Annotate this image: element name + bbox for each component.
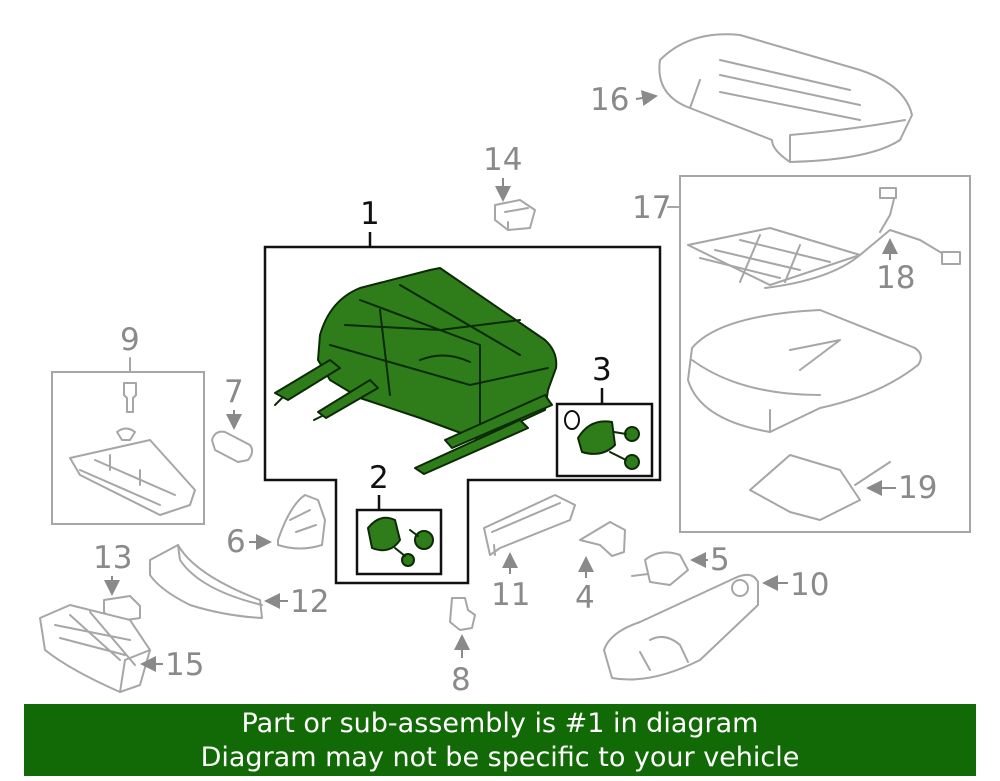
info-banner: Part or sub-assembly is #1 in diagram Di… bbox=[24, 704, 976, 776]
callout-16: 16 bbox=[590, 82, 629, 118]
part-8-clip[interactable]: 8 bbox=[449, 597, 476, 698]
part-10-side-shield[interactable]: 10 bbox=[603, 567, 829, 681]
callout-4: 4 bbox=[575, 580, 595, 616]
callout-6: 6 bbox=[226, 524, 246, 560]
callout-11: 11 bbox=[491, 577, 530, 613]
callout-19: 19 bbox=[898, 470, 937, 506]
callout-14: 14 bbox=[483, 142, 522, 178]
callout-13: 13 bbox=[93, 540, 132, 576]
callout-5: 5 bbox=[710, 542, 730, 578]
callout-15: 15 bbox=[165, 647, 204, 683]
part-3-motor-kit[interactable]: 3 bbox=[555, 352, 654, 478]
callout-1: 1 bbox=[360, 196, 380, 232]
part-16-seat-cushion[interactable]: 16 bbox=[590, 33, 913, 163]
part-17-heater-kit[interactable]: 17 18 19 bbox=[632, 175, 971, 533]
callout-12: 12 bbox=[290, 584, 329, 620]
callout-9: 9 bbox=[120, 322, 140, 358]
part-9-side-panel-kit[interactable]: 9 bbox=[51, 322, 205, 525]
part-14-connector[interactable]: 14 bbox=[483, 142, 536, 231]
callout-8: 8 bbox=[451, 662, 471, 698]
part-1-seat-adjuster-assembly[interactable]: 1 bbox=[263, 196, 662, 585]
callout-18: 18 bbox=[876, 260, 915, 296]
callout-7: 7 bbox=[224, 374, 244, 410]
part-6-bracket[interactable]: 6 bbox=[226, 494, 326, 560]
part-4-cover[interactable]: 4 bbox=[575, 521, 626, 616]
part-12-trim-panel[interactable]: 12 bbox=[149, 544, 329, 620]
part-13-clip[interactable]: 13 bbox=[93, 540, 141, 623]
seat-parts-diagram: 16 14 17 18 19 1 bbox=[39, 33, 971, 698]
callout-2: 2 bbox=[369, 460, 389, 496]
part-15-storage-tray[interactable]: 15 bbox=[39, 604, 204, 693]
callout-3: 3 bbox=[592, 352, 612, 388]
banner-line-2: Diagram may not be specific to your vehi… bbox=[200, 742, 800, 773]
part-7-cover[interactable]: 7 bbox=[211, 374, 254, 463]
callout-10: 10 bbox=[790, 567, 829, 603]
banner-line-1: Part or sub-assembly is #1 in diagram bbox=[241, 708, 759, 739]
part-5-switch[interactable]: 5 bbox=[631, 542, 730, 586]
part-11-cable[interactable]: 11 bbox=[483, 494, 576, 613]
callout-17: 17 bbox=[632, 190, 671, 226]
part-2-motor-kit[interactable]: 2 bbox=[355, 460, 443, 576]
